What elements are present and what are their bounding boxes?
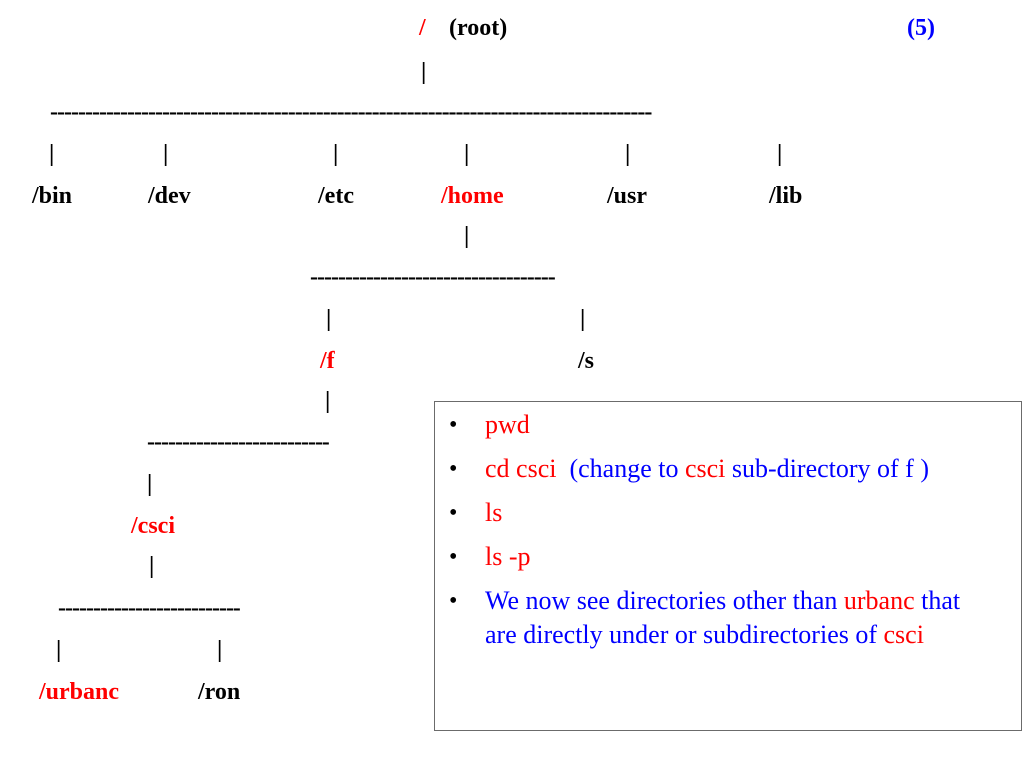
bullet-icon: • xyxy=(449,412,458,438)
tree-branch-line-csci: -------------------------- xyxy=(58,595,241,621)
explanation-text: that are directly under or subdirectorie… xyxy=(485,586,961,649)
tree-pipe: | xyxy=(149,553,155,579)
slide-number: (5) xyxy=(907,15,935,41)
command-note: sub-directory of f ) xyxy=(725,454,930,483)
tree-pipe: | xyxy=(49,141,55,167)
command-note: (change to xyxy=(569,454,685,483)
dir-s: /s xyxy=(578,348,595,374)
tree-pipe: | xyxy=(464,141,470,167)
tree-pipe: | xyxy=(777,141,783,167)
dir-etc: /etc xyxy=(318,183,354,209)
command-ls: ls xyxy=(485,498,503,527)
dir-dev: /dev xyxy=(148,183,191,209)
tree-pipe: | xyxy=(580,306,586,332)
explanation-dir: urbanc xyxy=(843,586,915,615)
tree-pipe: | xyxy=(625,141,631,167)
bullet-icon: • xyxy=(449,588,458,614)
explanation-dir: csci xyxy=(883,620,924,649)
explanation-text: We now see directories other than xyxy=(485,586,844,615)
tree-pipe: | xyxy=(147,471,153,497)
tree-pipe: | xyxy=(333,141,339,167)
list-item: • cd csci (change to csci sub-directory … xyxy=(435,452,1021,486)
command-list: • pwd • cd csci (change to csci sub-dire… xyxy=(435,402,1021,652)
list-item: • We now see directories other than urba… xyxy=(435,584,1021,652)
root-slash: / xyxy=(419,15,426,41)
tree-pipe: | xyxy=(326,306,332,332)
command-ls-p: ls -p xyxy=(485,542,531,571)
root-label: (root) xyxy=(449,15,508,41)
command-panel: • pwd • cd csci (change to csci sub-dire… xyxy=(434,401,1022,731)
dir-lib: /lib xyxy=(769,183,803,209)
tree-pipe: | xyxy=(421,59,427,85)
dir-f: /f xyxy=(320,348,335,374)
command-cd-csci: cd csci xyxy=(485,454,557,483)
tree-branch-line-root: ----------------------------------------… xyxy=(50,99,652,125)
tree-pipe: | xyxy=(163,141,169,167)
dir-csci: /csci xyxy=(131,513,175,539)
bullet-icon: • xyxy=(449,456,458,482)
dir-ron: /ron xyxy=(198,679,241,705)
tree-pipe: | xyxy=(217,637,223,663)
dir-bin: /bin xyxy=(32,183,73,209)
command-pwd: pwd xyxy=(485,410,530,439)
list-item: • ls xyxy=(435,496,1021,530)
command-note-dir: csci xyxy=(684,454,726,483)
bullet-icon: • xyxy=(449,544,458,570)
dir-home: /home xyxy=(441,183,504,209)
tree-branch-line-f: -------------------------- xyxy=(147,429,330,455)
tree-pipe: | xyxy=(56,637,62,663)
tree-pipe: | xyxy=(464,223,470,249)
list-item: • pwd xyxy=(435,408,1021,442)
list-item: • ls -p xyxy=(435,540,1021,574)
tree-branch-line-home: ----------------------------------- xyxy=(310,264,556,290)
bullet-icon: • xyxy=(449,500,458,526)
tree-pipe: | xyxy=(325,388,331,414)
dir-urbanc: /urbanc xyxy=(39,679,120,705)
dir-usr: /usr xyxy=(607,183,648,209)
